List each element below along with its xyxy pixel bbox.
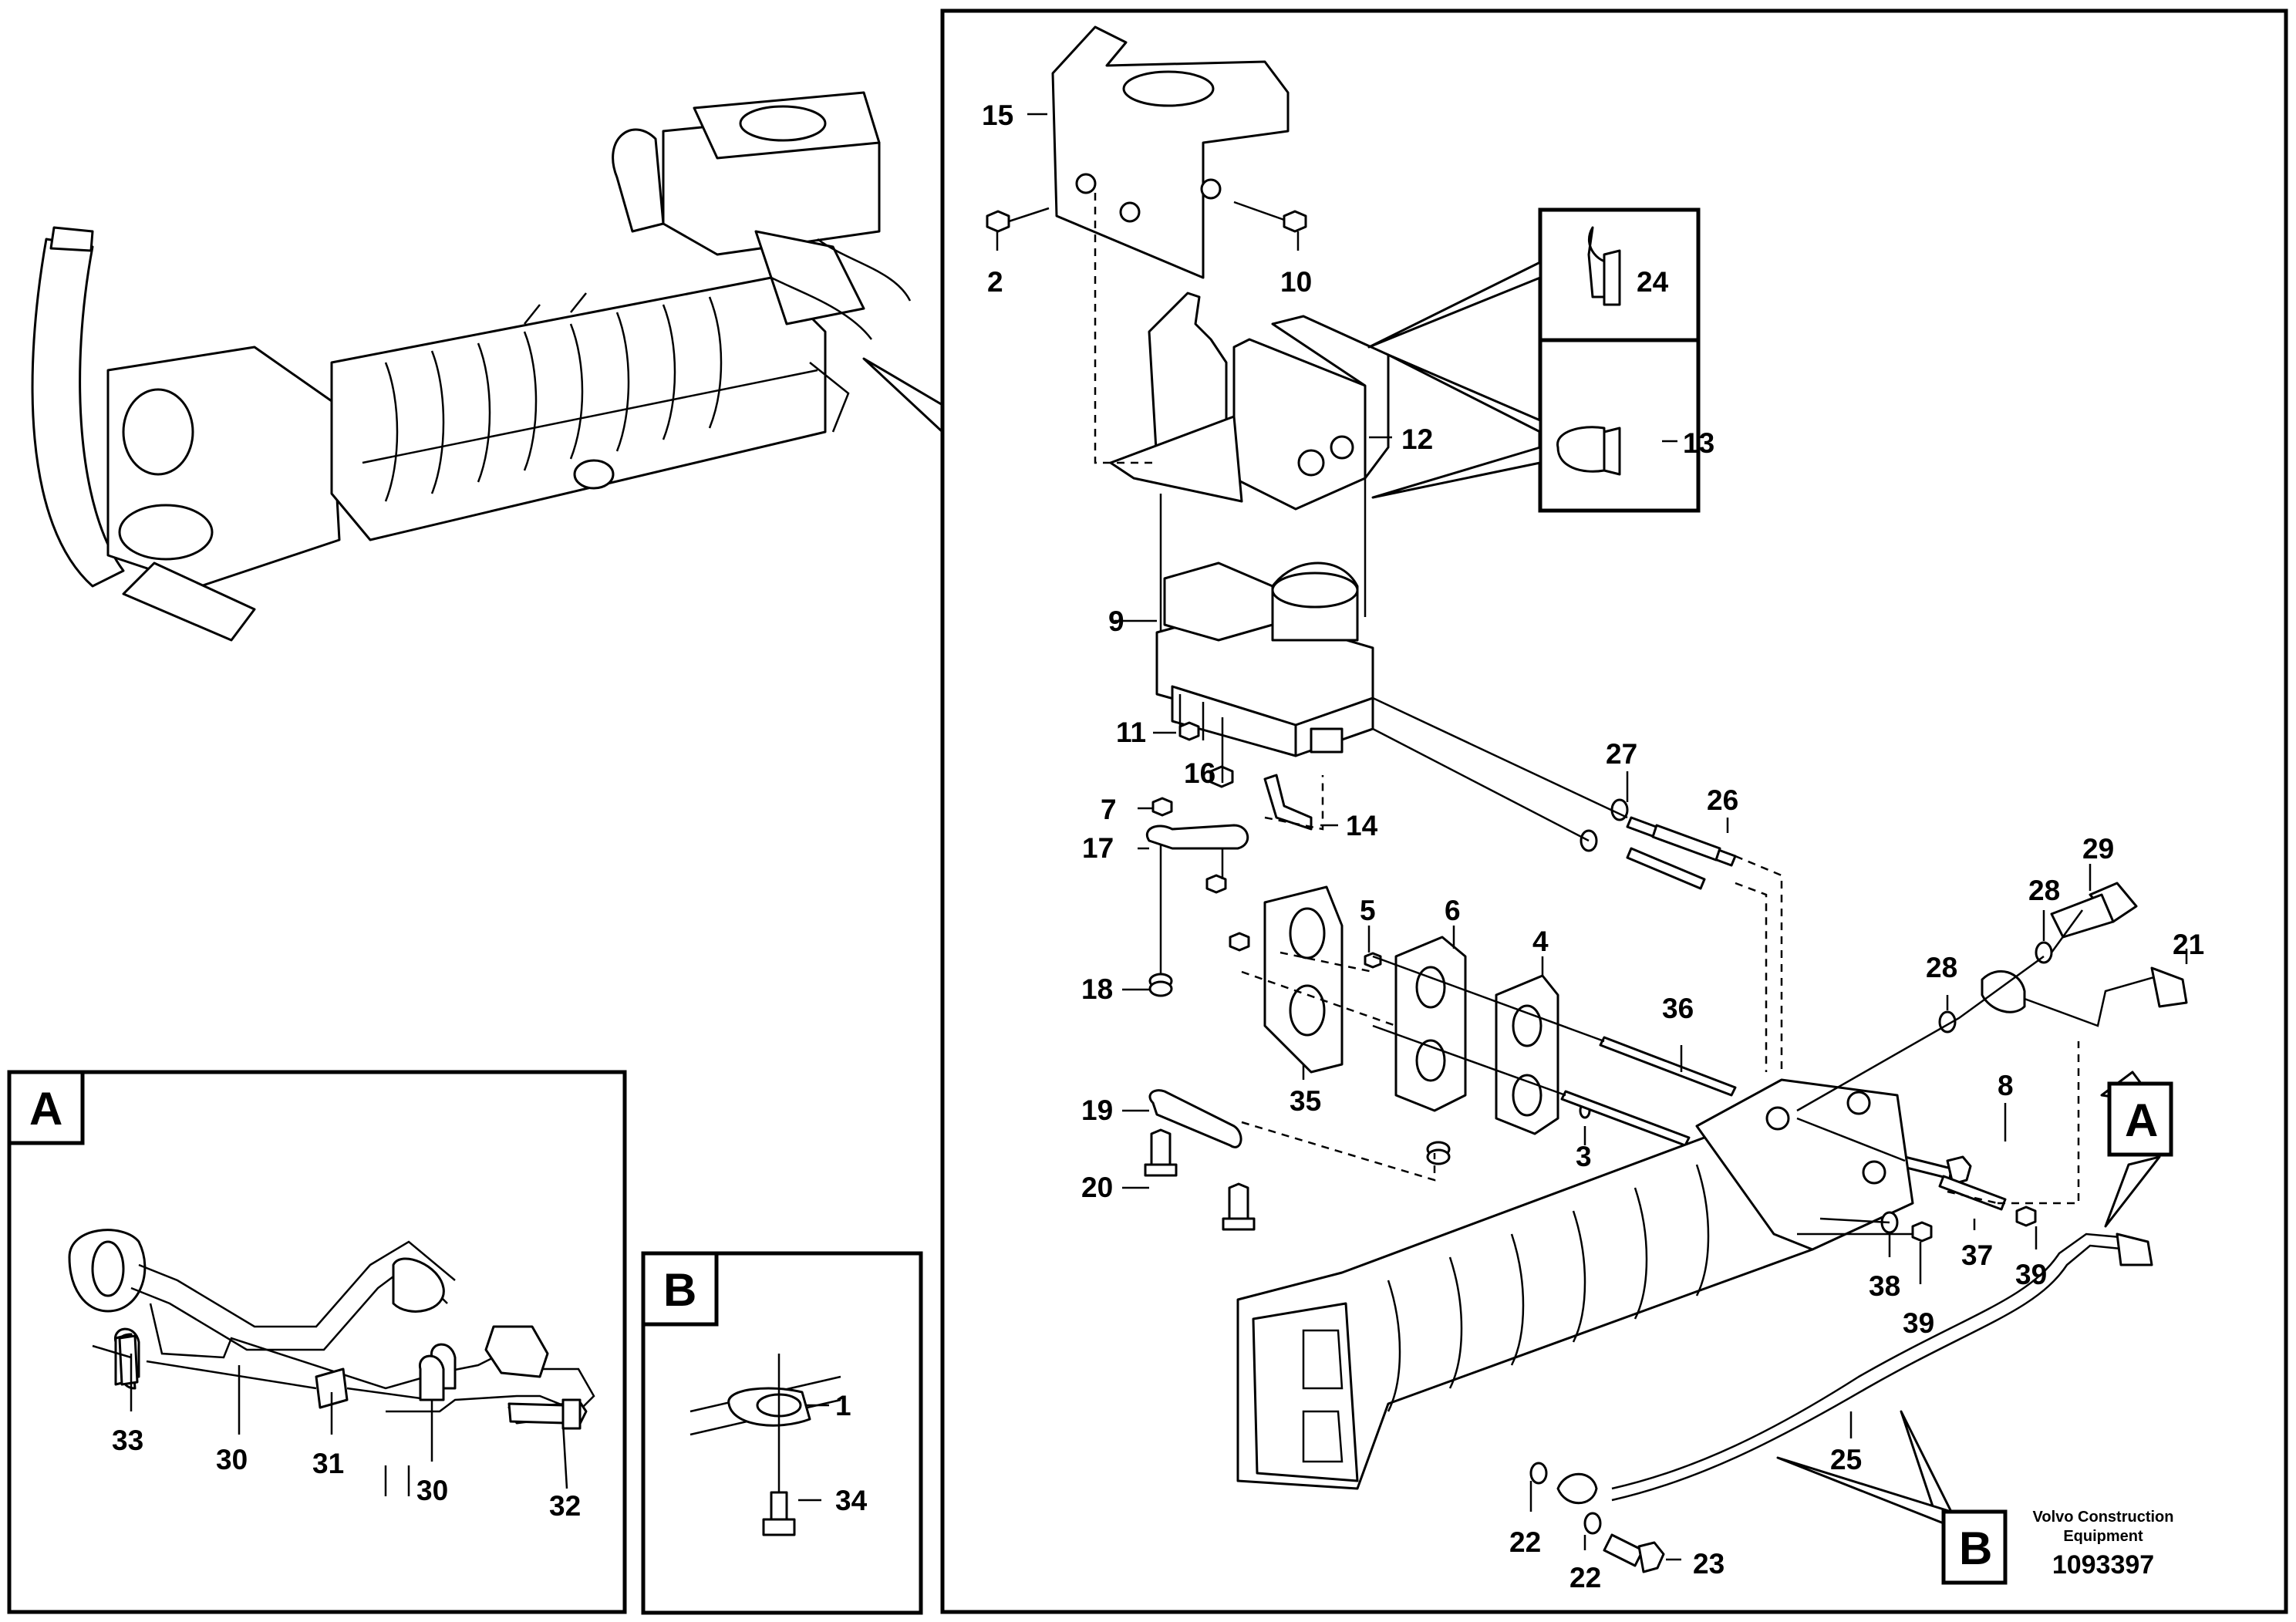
part-9-actuator <box>1155 561 1374 757</box>
callout-19: 19 <box>1081 1094 1113 1126</box>
part-7-nut <box>1151 797 1173 817</box>
detail-a-pointer <box>2100 1071 2173 1228</box>
callout-22b: 22 <box>1569 1562 1601 1593</box>
part-12-bracket <box>1109 292 1390 511</box>
detail-a-label-box <box>7 1070 85 1145</box>
part-22b-washer <box>1583 1512 1602 1535</box>
part-17-lever <box>1146 824 1249 850</box>
overview-pointer-wedge <box>862 357 944 433</box>
callout-29: 29 <box>2082 833 2114 865</box>
callout-21: 21 <box>2173 929 2204 960</box>
assembly-dashed-lines <box>1094 193 2080 1205</box>
part-39-nut <box>1911 1221 1933 1243</box>
part-25-pipe <box>1611 1233 2153 1502</box>
callout-3: 3 <box>1576 1141 1592 1172</box>
callout-35: 35 <box>1290 1085 1321 1117</box>
part-small-nut <box>1229 932 1250 952</box>
callout-4: 4 <box>1532 926 1549 957</box>
part-29-fitting <box>2050 882 2138 939</box>
part-15-shield <box>1051 25 1290 279</box>
callout-39b: 39 <box>1903 1307 1934 1339</box>
callout-34: 34 <box>835 1485 868 1516</box>
part-22-fitting <box>1556 1472 1598 1505</box>
leader-lines <box>130 113 2188 1561</box>
part-14-bracket <box>1263 774 1313 831</box>
callout-18: 18 <box>1081 973 1113 1005</box>
callout-14: 14 <box>1346 810 1378 841</box>
detail-b-pointer <box>1776 1410 2008 1585</box>
part-2-bolt <box>986 207 1050 233</box>
part-5-bolt <box>1364 952 1382 969</box>
callout-10: 10 <box>1280 266 1312 298</box>
callout-7: 7 <box>1101 794 1117 825</box>
part-10-bolt <box>1233 201 1307 233</box>
brand-line-1: Volvo Construction <box>2033 1509 2174 1526</box>
part-4-gasket <box>1495 974 1559 1135</box>
part-39b-nut <box>2015 1206 2037 1227</box>
detail-a-illustration <box>68 1229 595 1496</box>
engine-overview-illustration <box>31 91 912 642</box>
part-20b-bolt <box>1222 1182 1256 1231</box>
callout-22a: 22 <box>1509 1526 1541 1558</box>
document-number: 1093397 <box>2052 1550 2154 1580</box>
callout-2: 2 <box>987 266 1003 298</box>
part-20-bolt <box>1144 1128 1178 1177</box>
callout-6: 6 <box>1445 895 1461 926</box>
callout-1: 1 <box>835 1390 851 1421</box>
part-19-link <box>1148 1089 1242 1148</box>
part-18-bushing <box>1148 973 1173 997</box>
callout-11: 11 <box>1116 717 1146 748</box>
callout-38: 38 <box>1869 1270 1900 1302</box>
callout-30b: 30 <box>416 1475 448 1506</box>
detail-b-reference-letter: B <box>1959 1523 1992 1574</box>
callout-32: 32 <box>549 1490 581 1522</box>
detail-b-label-box <box>641 1251 719 1327</box>
callout-27: 27 <box>1606 738 1637 770</box>
part-18b-bushing <box>1426 1141 1451 1165</box>
callout-23: 23 <box>1693 1548 1725 1580</box>
callout-16: 16 <box>1184 757 1215 789</box>
callout-13: 13 <box>1683 427 1714 459</box>
callout-36: 36 <box>1662 993 1694 1024</box>
callout-9: 9 <box>1108 605 1124 637</box>
detail-a-reference-letter: A <box>2125 1094 2158 1146</box>
callout-5: 5 <box>1360 895 1376 926</box>
detail-box-24 <box>1367 207 1701 349</box>
part-21-pipe <box>1981 966 2188 1027</box>
part-11-nut <box>1178 721 1200 741</box>
callout-37: 37 <box>1961 1239 1993 1271</box>
part-6-valve-body <box>1394 936 1467 1112</box>
callout-28a: 28 <box>2028 875 2060 906</box>
callout-31: 31 <box>312 1448 344 1479</box>
callout-39a: 39 <box>2015 1259 2047 1290</box>
assembly-solid-lines <box>1159 478 2084 1236</box>
part-16b-nut <box>1205 874 1227 894</box>
detail-box-13 <box>1371 338 1701 513</box>
part-8-bolt <box>1902 1155 1972 1185</box>
callout-numbers: 15 2 10 24 12 13 9 11 16 7 17 14 27 26 2… <box>112 99 2204 1593</box>
detail-b-letter: B <box>663 1264 696 1316</box>
callout-28b: 28 <box>1926 952 1957 983</box>
part-26-tubes <box>1626 816 1737 890</box>
part-23-bolt <box>1603 1533 1665 1573</box>
part-22-washer <box>1529 1462 1548 1485</box>
callout-24: 24 <box>1637 266 1669 298</box>
egr-cooler <box>1236 1078 1914 1490</box>
callout-20: 20 <box>1081 1172 1113 1203</box>
part-35-gasket <box>1263 885 1344 1074</box>
detail-a-letter: A <box>29 1083 62 1135</box>
callout-12: 12 <box>1401 423 1433 455</box>
brand-line-2: Equipment <box>2063 1528 2143 1545</box>
callout-25: 25 <box>1830 1444 1862 1475</box>
actuator-link-lines <box>1159 717 1224 980</box>
detail-b-illustration <box>689 1354 841 1536</box>
callout-8: 8 <box>1998 1070 2014 1101</box>
callout-17: 17 <box>1082 832 1114 864</box>
callout-33: 33 <box>112 1425 143 1456</box>
callout-30a: 30 <box>216 1444 248 1475</box>
callout-15: 15 <box>982 99 1013 131</box>
callout-26: 26 <box>1707 784 1738 816</box>
